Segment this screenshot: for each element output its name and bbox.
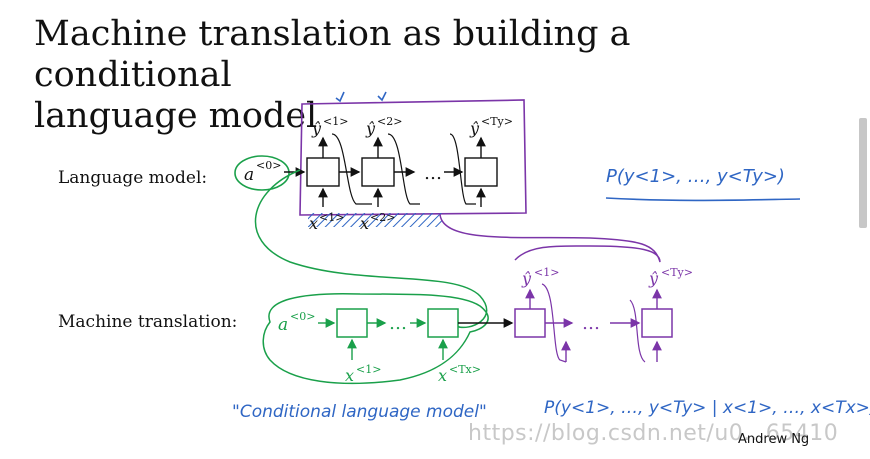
machine-translation-diagram: a <0> … x <1> x <Tx> …: [232, 266, 870, 422]
connectors: [254, 169, 661, 329]
watermark: https://blog.csdn.net/u0...65410: [468, 421, 839, 446]
mt-decoder-output-1-sup: <1>: [534, 266, 559, 279]
lm-feedback-3: [449, 133, 476, 205]
lm-output-1-base: ŷ: [311, 119, 322, 138]
credit-andrew-ng: Andrew Ng: [738, 432, 810, 447]
lm-input-1-base: x: [309, 214, 318, 233]
lm-output-3-base: ŷ: [469, 119, 480, 138]
mt-decoder-output-2-base: ŷ: [648, 269, 659, 288]
mt-encoder-cell-2: [427, 308, 459, 338]
mt-decoder-output-1-base: ŷ: [521, 269, 532, 288]
lm-feedback-1: [331, 133, 372, 205]
mt-encoder-loop: [262, 292, 489, 385]
mt-conditional-note: "Conditional language model": [232, 402, 487, 422]
mt-encoder-input-2-sup: <Tx>: [449, 363, 481, 376]
mt-encoder-input-1-sup: <1>: [356, 363, 381, 376]
lm-input-1-sup: <1>: [319, 211, 344, 224]
lm-output-3-sup: <Ty>: [481, 115, 513, 128]
lm-a0-sup: <0>: [256, 159, 281, 172]
machine-translation-label: Machine translation:: [58, 312, 238, 332]
green-loop: [254, 169, 488, 329]
mt-decoder-cell-1: [514, 308, 546, 338]
mt-encoder-input-2-base: x: [438, 366, 447, 385]
lm-cell-3: [464, 157, 498, 187]
mt-encoder-cell-1: [336, 308, 368, 338]
lm-input-hatch: [308, 213, 442, 227]
lm-note-underline: [605, 197, 801, 202]
lm-purple-box: [299, 99, 527, 216]
lm-cell-2: [361, 157, 395, 187]
mt-dec-feedback-2: [629, 299, 646, 363]
lm-output-1-sup: <1>: [323, 115, 348, 128]
title-line-1: Machine translation as building a condit…: [34, 14, 631, 95]
mt-decoder-cell-2: [641, 308, 673, 338]
lm-output-2-base: ŷ: [365, 119, 376, 138]
lm-tick-1: [335, 91, 345, 103]
lm-dots: …: [424, 163, 442, 184]
title-line-2: language model: [34, 96, 318, 136]
mt-encoder-input-1-base: x: [345, 366, 354, 385]
language-model-diagram: a <0> … ŷ <1>: [234, 91, 801, 233]
lm-tick-2: [377, 91, 387, 102]
lm-input-2-base: x: [360, 214, 369, 233]
mt-decoder-dots: …: [582, 313, 600, 334]
language-model-label: Language model:: [58, 168, 208, 188]
mt-probability-note: P(y<1>, …, y<Ty> | x<1>, …, x<Tx>): [544, 398, 870, 418]
mt-dec-feedback-1: [541, 283, 567, 363]
mt-decoder-output-2-sup: <Ty>: [661, 266, 693, 279]
lm-output-2-sup: <2>: [377, 115, 402, 128]
mt-a0-base: a: [278, 315, 288, 335]
mt-encoder-dots: …: [389, 313, 407, 334]
lm-a0-circle: [234, 155, 290, 191]
mt-a0-sup: <0>: [290, 310, 315, 323]
lm-input-2-sup: <2>: [370, 211, 395, 224]
purple-bracket: [439, 213, 661, 263]
scrollbar-thumb[interactable]: [859, 118, 867, 228]
lm-a0-base: a: [244, 165, 254, 185]
lm-feedback-2: [387, 133, 420, 205]
lm-cell-1: [306, 157, 340, 187]
slide-title: Machine translation as building a condit…: [34, 14, 834, 137]
lm-probability-note: P(y<1>, …, y<Ty>): [606, 166, 785, 187]
